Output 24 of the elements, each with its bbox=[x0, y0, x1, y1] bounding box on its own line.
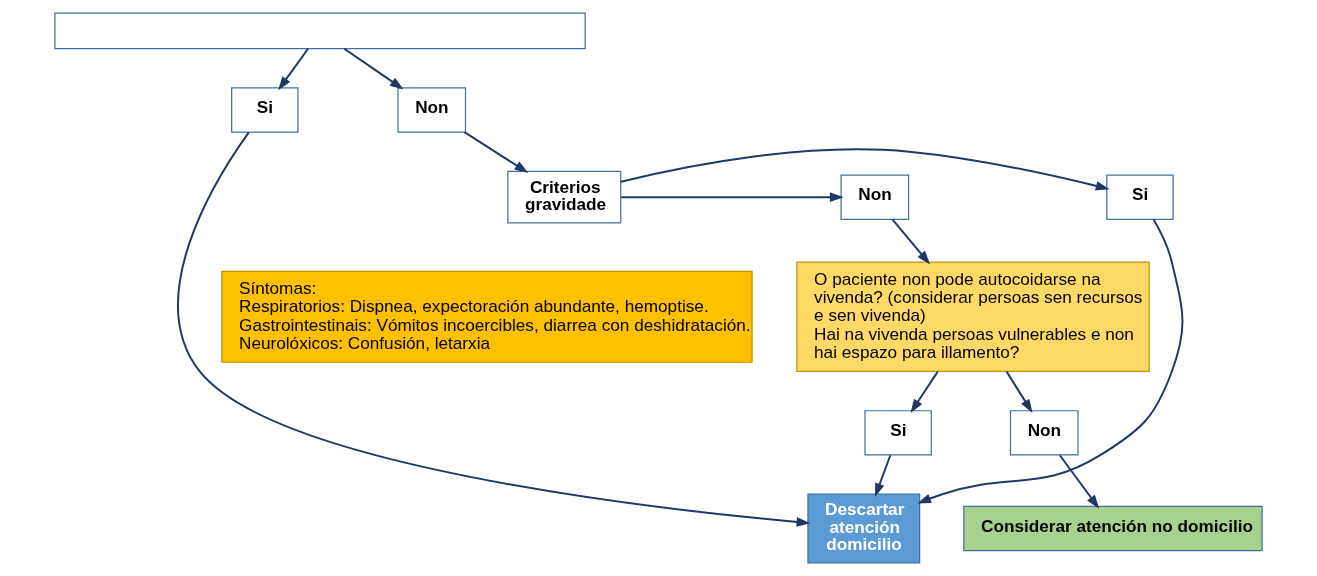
arrow bbox=[891, 218, 931, 265]
node-box: Non bbox=[397, 87, 467, 133]
node-box: Considerar atención no domicilio bbox=[963, 505, 1263, 552]
node-box: O paciente non pode autocoidarse na vivenda? (considerar persoas sen recursos e sen vivenda) Hai na vivenda persoas vulnerables e non hai espazo para illamento? bbox=[796, 261, 1150, 373]
arrow bbox=[619, 148, 1110, 191]
node-box: Si bbox=[864, 410, 932, 456]
arrow bbox=[343, 47, 404, 90]
node-box: Non bbox=[840, 174, 910, 220]
node-box: Descartar atención domicilio bbox=[807, 493, 921, 564]
arrow bbox=[917, 218, 1184, 504]
node-box: Non bbox=[1009, 410, 1079, 456]
arrow bbox=[910, 370, 939, 413]
node-box: Síntomas: Respiratorios: Dispnea, expectoración abundante, hemoptise. Gastrointestinais: Vómitos incoercibles, diarrea con deshidratación. Neurolóxicos: Confusión, letarxia bbox=[221, 270, 753, 363]
arrow bbox=[620, 192, 844, 202]
node-box: Criterios gravidade bbox=[507, 170, 622, 224]
node-box: Si bbox=[231, 87, 299, 133]
arrow bbox=[874, 454, 892, 497]
arrow bbox=[177, 131, 811, 527]
node-box bbox=[54, 12, 586, 50]
node-box: Si bbox=[1106, 174, 1174, 220]
arrow bbox=[278, 47, 310, 91]
arrow bbox=[1058, 454, 1100, 509]
arrow bbox=[463, 131, 529, 173]
arrow bbox=[1005, 370, 1033, 413]
